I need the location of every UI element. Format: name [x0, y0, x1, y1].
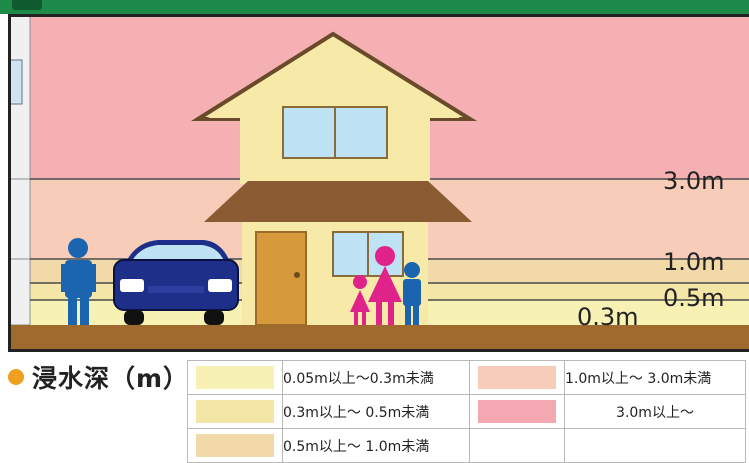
bullet-dot-icon: [8, 369, 24, 385]
boy-figure: [403, 262, 421, 325]
building-window: [11, 59, 23, 105]
legend-swatch-cell: [469, 394, 565, 429]
legend-table: 0.05m以上～0.3m未満 1.0m以上～ 3.0m未満 0.3m以上～ 0.…: [187, 360, 746, 463]
mother-figure: [368, 246, 402, 325]
flood-scene-svg: [11, 17, 749, 349]
legend-swatch-5: [196, 434, 274, 457]
header-bar: [0, 0, 749, 14]
legend-row: 0.5m以上～ 1.0m未満: [187, 428, 746, 463]
legend-swatch-1: [196, 366, 274, 389]
flood-depth-illustration: 3.0m 1.0m 0.5m 0.3m: [8, 14, 749, 352]
legend-swatch-3: [196, 400, 274, 423]
girl-figure: [350, 275, 370, 325]
legend-swatch-2: [478, 366, 556, 389]
legend-swatch-cell: [187, 428, 283, 463]
car: [113, 240, 239, 325]
legend-label-5: 0.5m以上～ 1.0m未満: [282, 428, 470, 463]
depth-label-03m: 0.3m: [577, 303, 639, 331]
legend-empty-cell: [469, 428, 565, 463]
man-figure: [61, 238, 96, 325]
house: [191, 31, 478, 326]
legend-title: 浸水深（m）: [32, 364, 190, 393]
depth-label-3m: 3.0m: [663, 167, 725, 195]
legend-label-4: 3.0m以上～: [564, 394, 746, 429]
legend-row: 0.05m以上～0.3m未満 1.0m以上～ 3.0m未満: [187, 360, 746, 395]
legend-label-3: 0.3m以上～ 0.5m未満: [282, 394, 470, 429]
depth-label-1m: 1.0m: [663, 248, 725, 276]
legend-empty-cell: [564, 428, 746, 463]
legend-swatch-cell: [469, 360, 565, 395]
legend-title-block: 浸水深（m）: [8, 360, 189, 394]
legend-swatch-4: [478, 400, 556, 423]
header-tab: [12, 0, 42, 10]
legend-row: 0.3m以上～ 0.5m未満 3.0m以上～: [187, 394, 746, 429]
lower-roof: [204, 181, 472, 222]
legend-label-1: 0.05m以上～0.3m未満: [282, 360, 470, 395]
depth-label-05m: 0.5m: [663, 284, 725, 312]
legend-swatch-cell: [187, 360, 283, 395]
ground: [11, 325, 749, 349]
house-door: [255, 231, 307, 326]
legend-swatch-cell: [187, 394, 283, 429]
legend-label-2: 1.0m以上～ 3.0m未満: [564, 360, 746, 395]
